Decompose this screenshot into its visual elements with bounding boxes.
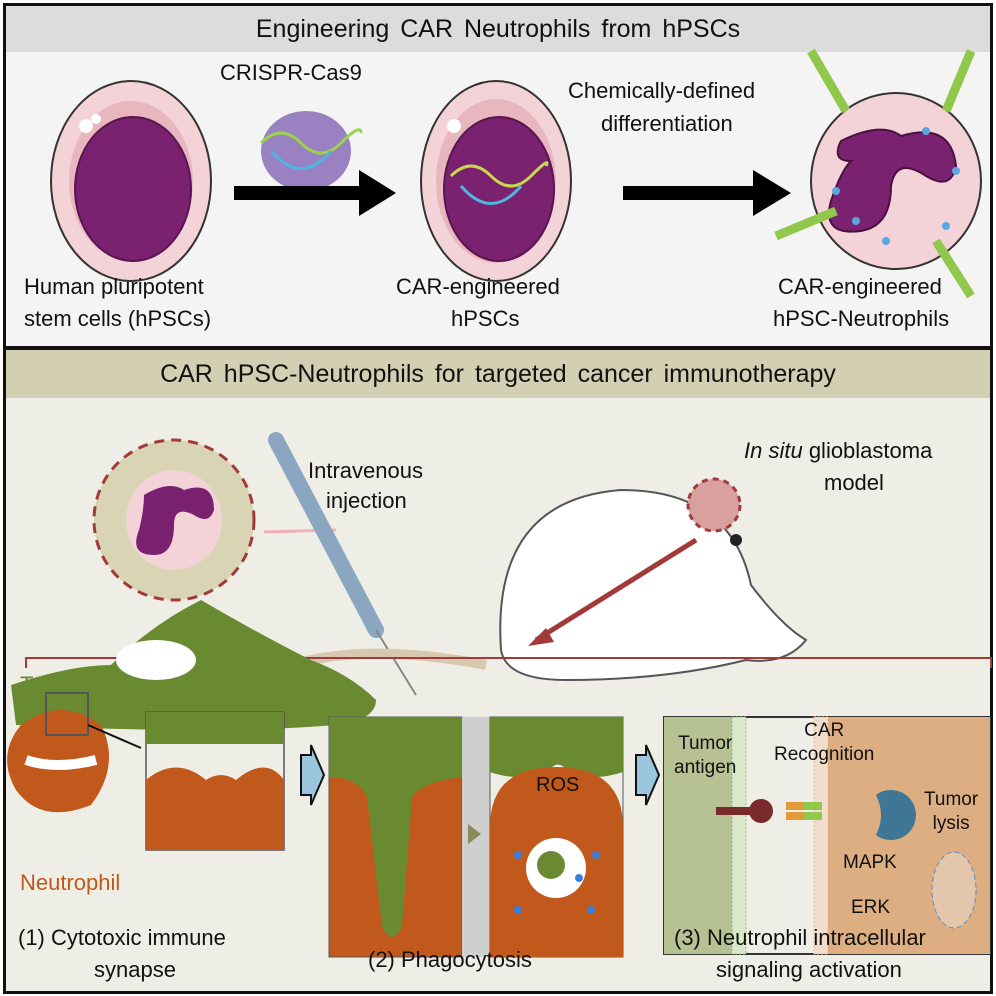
top-illustration xyxy=(50,48,982,299)
bottom-panel: CAR hPSC-Neutrophils for targeted cancer… xyxy=(3,347,993,994)
hpsc-cell xyxy=(50,80,212,282)
car-recognition-label: CAR Recognition xyxy=(774,719,874,767)
lysis-line2: lysis xyxy=(932,813,970,834)
hpsc-label-line2: stem cells (hPSCs) xyxy=(24,306,212,331)
caption-3-line1: (3) Neutrophil intracellular xyxy=(674,925,926,950)
caption-1-line1: (1) Cytotoxic immune xyxy=(18,925,226,950)
tumor-antigen-line1: Tumor xyxy=(678,733,733,754)
car-neutrophil-label-line1: CAR-engineered xyxy=(778,274,942,299)
ros-label: ROS xyxy=(536,774,580,796)
neutrophil-shape xyxy=(7,710,109,813)
car-line1: CAR xyxy=(804,720,845,741)
car-neutrophil-cell xyxy=(774,48,982,299)
car-hpsc-label-line1: CAR-engineered xyxy=(396,274,560,299)
zoom-arrow xyxy=(534,537,698,643)
hpsc-label-line1: Human pluripotent xyxy=(24,274,204,299)
model-label-line1: In situ glioblastoma xyxy=(744,438,932,464)
neutrophil-inset xyxy=(92,438,256,602)
tumor-antigen-line2: antigen xyxy=(674,757,737,778)
tumor-cell-label: Tumor cell xyxy=(20,672,122,697)
bracket xyxy=(25,657,992,668)
tumor-lysis-label: Tumor lysis xyxy=(924,788,978,836)
top-panel-title: Engineering CAR Neutrophils from hPSCs xyxy=(6,6,990,52)
signaling-panel xyxy=(663,716,991,955)
car-hpsc-cell xyxy=(420,80,572,282)
tumor-antigen-label: Tumor antigen xyxy=(674,732,736,780)
synapse-zoom xyxy=(145,711,285,851)
car-receptors xyxy=(774,48,976,299)
bottom-panel-title: CAR hPSC-Neutrophils for targeted cancer… xyxy=(6,350,990,398)
model-label-line2: model xyxy=(824,470,884,495)
bottom-illustration xyxy=(7,432,992,958)
differentiation-label-line1: Chemically-defined xyxy=(568,78,756,103)
mapk-label: MAPK xyxy=(843,852,897,873)
tumor-cell-shape xyxy=(11,600,376,730)
caption-3-line2: signaling activation xyxy=(716,957,902,982)
top-panel: Engineering CAR Neutrophils from hPSCs xyxy=(3,3,993,349)
caption-2: (2) Phagocytosis xyxy=(368,947,532,972)
flow-arrow-2 xyxy=(635,744,661,806)
injection-label-line1: Intravenous xyxy=(308,458,423,483)
crispr-cas9-icon xyxy=(259,111,363,191)
arrow-2 xyxy=(623,186,753,200)
mouse-illustration xyxy=(274,477,808,682)
injection-label-line2: injection xyxy=(326,488,407,513)
car-hpsc-label-line2: hPSCs xyxy=(451,306,520,331)
caption-1-line2: synapse xyxy=(94,957,176,982)
arrow-1 xyxy=(234,186,359,200)
lysis-line1: Tumor xyxy=(924,789,979,810)
differentiation-label-line2: differentiation xyxy=(601,111,733,136)
phagocytosis-panel-b xyxy=(489,716,624,958)
model-italic: In situ xyxy=(744,438,803,463)
car-neutrophil-label-line2: hPSC-Neutrophils xyxy=(773,306,950,331)
neutrophil-label: Neutrophil xyxy=(20,870,121,895)
syringe-icon xyxy=(268,432,417,696)
phagocytosis-panel-a xyxy=(328,716,463,958)
model-rest: glioblastoma xyxy=(802,438,933,463)
car-line2: Recognition xyxy=(774,744,875,765)
flow-arrow-1 xyxy=(300,744,326,806)
erk-label: ERK xyxy=(851,897,891,918)
crispr-label: CRISPR-Cas9 xyxy=(220,60,362,85)
